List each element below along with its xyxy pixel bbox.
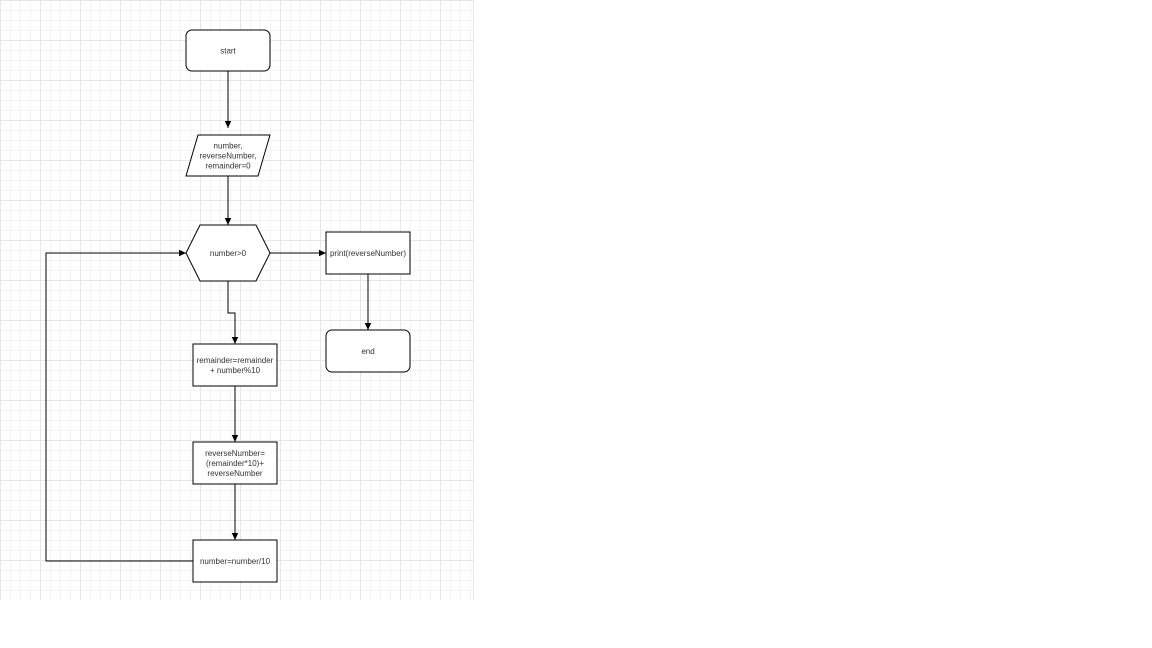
print-label-line-1: print(reverseNumber)	[330, 249, 406, 258]
condition-shape	[185, 224, 271, 282]
node-condition[interactable]: number>0	[185, 224, 271, 282]
edges-layer	[45, 71, 372, 562]
end-shape	[325, 329, 411, 373]
reverse-step-label-line-2: (remainder*10)+	[206, 459, 264, 468]
input-label-line-2: reverseNumber,	[200, 152, 257, 161]
remainder-step-label-line-2: + number%10	[210, 366, 261, 375]
node-remainder-step[interactable]: remainder=remainder+ number%10	[192, 343, 278, 387]
arrowhead	[224, 121, 232, 128]
start-shape	[185, 29, 271, 72]
edge-start-to-input	[224, 71, 232, 128]
node-input[interactable]: number,reverseNumber,remainder=0	[185, 134, 271, 177]
diagram-canvas	[0, 0, 474, 600]
reverse-step-shape	[192, 441, 278, 485]
remainder-step-label-line-1: remainder=remainder	[197, 356, 274, 365]
edge-condition-to-remainder_step	[227, 281, 239, 344]
print-shape	[325, 231, 411, 275]
end-label-line-1: end	[361, 347, 374, 356]
edge-reverse_step-to-divide_step	[231, 484, 239, 540]
arrowhead	[231, 337, 239, 344]
flowchart: startnumber,reverseNumber,remainder=0num…	[45, 29, 411, 583]
reverse-step-label-line-1: reverseNumber=	[205, 449, 265, 458]
edge-condition-to-print	[270, 249, 326, 257]
node-divide-step[interactable]: number=number/10	[192, 539, 278, 583]
node-end[interactable]: end	[325, 329, 411, 373]
edge-divide_step-to-condition	[45, 249, 193, 562]
arrowhead	[224, 218, 232, 225]
node-reverse-step[interactable]: reverseNumber=(remainder*10)+reverseNumb…	[192, 441, 278, 485]
divide-step-label-line-1: number=number/10	[200, 557, 271, 566]
start-label-line-1: start	[220, 47, 236, 56]
arrowhead	[179, 249, 186, 257]
input-label-line-1: number,	[214, 142, 243, 151]
divide-step-shape	[192, 539, 278, 583]
input-label-line-3: remainder=0	[205, 162, 251, 171]
input-shape	[185, 134, 271, 177]
remainder-step-shape	[192, 343, 278, 387]
reverse-step-label-line-3: reverseNumber	[207, 469, 262, 478]
node-print[interactable]: print(reverseNumber)	[325, 231, 411, 275]
edge-print-to-end	[364, 274, 372, 330]
arrowhead	[319, 249, 326, 257]
nodes-layer: startnumber,reverseNumber,remainder=0num…	[185, 29, 411, 583]
node-start[interactable]: start	[185, 29, 271, 72]
arrowhead	[231, 435, 239, 442]
arrowhead	[364, 323, 372, 330]
condition-label-line-1: number>0	[210, 249, 247, 258]
edge-remainder_step-to-reverse_step	[231, 386, 239, 442]
edge-input-to-condition	[224, 176, 232, 225]
arrowhead	[231, 533, 239, 540]
